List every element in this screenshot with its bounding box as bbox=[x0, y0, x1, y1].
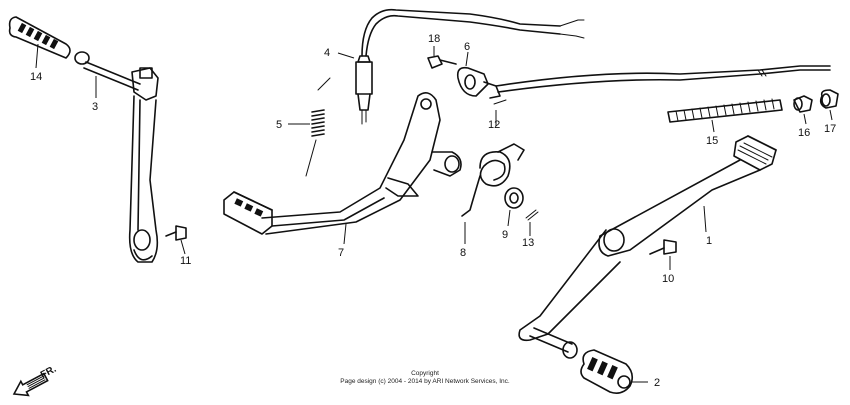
part-5-spring bbox=[288, 77, 331, 177]
part-10-bolt bbox=[649, 239, 677, 270]
front-direction-label: FR. bbox=[39, 364, 59, 381]
callout-18[interactable]: 18 bbox=[428, 33, 440, 45]
copyright-line-1: Copyright bbox=[411, 370, 439, 377]
callout-5[interactable]: 5 bbox=[276, 119, 282, 131]
part-17-cap bbox=[819, 89, 839, 121]
callout-4[interactable]: 4 bbox=[324, 47, 330, 59]
callout-13[interactable]: 13 bbox=[522, 237, 534, 249]
callout-14[interactable]: 14 bbox=[30, 71, 42, 83]
part-1-shift-lever bbox=[518, 135, 777, 359]
callout-8[interactable]: 8 bbox=[460, 247, 466, 259]
front-direction-arrow bbox=[12, 372, 49, 397]
part-3-lever-arm bbox=[128, 95, 159, 263]
part-4-switch bbox=[337, 8, 585, 125]
callout-15[interactable]: 15 bbox=[706, 135, 718, 147]
callout-10[interactable]: 10 bbox=[662, 273, 674, 285]
callout-3[interactable]: 3 bbox=[92, 101, 98, 113]
callout-17[interactable]: 17 bbox=[824, 123, 836, 135]
part-15-large-spring bbox=[667, 98, 783, 133]
leader-14 bbox=[35, 43, 39, 69]
part-16-collar bbox=[793, 95, 813, 125]
callout-7[interactable]: 7 bbox=[338, 247, 344, 259]
part-14-peg-rubber bbox=[8, 16, 71, 59]
callout-11[interactable]: 11 bbox=[180, 255, 191, 267]
callout-1[interactable]: 1 bbox=[706, 235, 712, 247]
callout-9[interactable]: 9 bbox=[502, 229, 508, 241]
callout-16[interactable]: 16 bbox=[798, 127, 810, 139]
part-9-washer bbox=[504, 187, 524, 227]
part-8-return-spring bbox=[461, 143, 525, 244]
callout-6[interactable]: 6 bbox=[464, 41, 470, 53]
part-18-bolt bbox=[427, 46, 457, 69]
part-13-cotter-pin bbox=[525, 209, 539, 236]
part-2-shift-rubber bbox=[580, 349, 648, 394]
part-6-pivot-rod bbox=[456, 51, 831, 99]
part-7-brake-pedal bbox=[223, 92, 462, 245]
part-11-bolt bbox=[165, 225, 187, 255]
callout-12[interactable]: 12 bbox=[488, 119, 500, 131]
copyright-line-2: Page design (c) 2004 - 2014 by ARI Netwo… bbox=[340, 378, 510, 385]
callout-2[interactable]: 2 bbox=[654, 377, 660, 389]
part-3-peg-bar bbox=[74, 51, 159, 101]
